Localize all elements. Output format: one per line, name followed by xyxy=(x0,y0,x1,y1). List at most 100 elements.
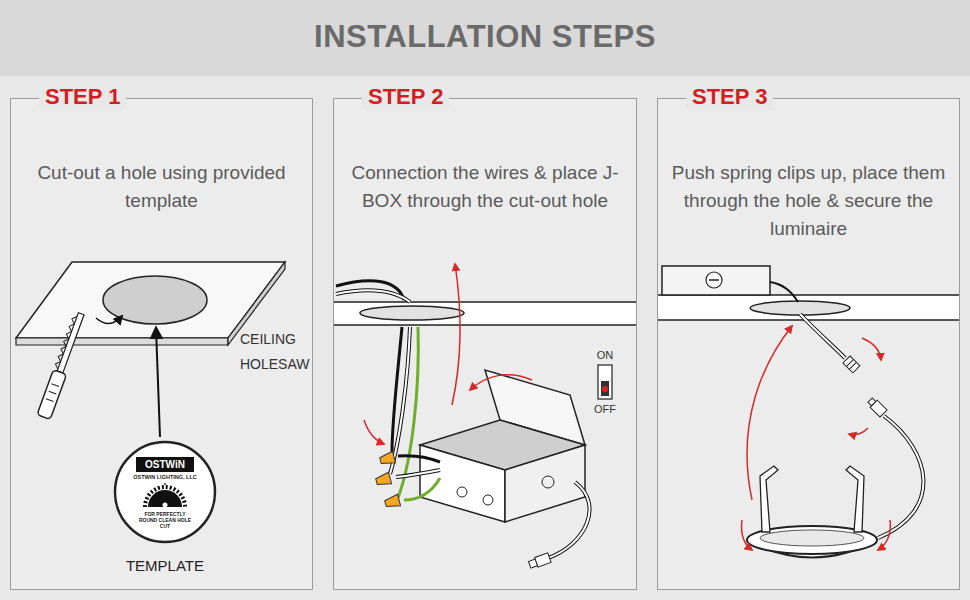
ceiling-board xyxy=(16,338,228,345)
cable-connector xyxy=(868,398,876,406)
holesaw-tool xyxy=(51,384,59,387)
driver-cable xyxy=(548,482,590,558)
ceiling-strip xyxy=(360,306,464,320)
box-leads xyxy=(404,478,440,500)
luminaire-cable xyxy=(800,314,923,538)
luminaire xyxy=(760,530,864,546)
step-instruction: Push spring clips up, place them through… xyxy=(664,159,953,243)
part-label: OFF xyxy=(594,403,616,416)
wire-nuts xyxy=(375,451,401,509)
power-switch xyxy=(598,365,612,399)
template-disc xyxy=(164,483,167,486)
luminaire-cable xyxy=(878,416,923,538)
panel-ground xyxy=(657,98,960,590)
cable-connector xyxy=(867,397,888,418)
junction-box xyxy=(457,487,467,497)
box-leads xyxy=(396,456,440,500)
cable-connector xyxy=(528,559,537,568)
step-heading: STEP 2 xyxy=(362,84,449,110)
ceiling-strip xyxy=(750,301,850,315)
ceiling-strip xyxy=(334,302,636,325)
cable-connector xyxy=(846,359,853,366)
motion-arrows xyxy=(878,520,890,550)
cable-connector xyxy=(528,553,551,570)
ceiling-strip xyxy=(334,324,636,326)
wire-nuts xyxy=(375,472,392,487)
part-label: FOR PERFECTLY ROUND CLEAN HOLE CUT xyxy=(135,511,195,529)
step-heading: STEP 3 xyxy=(686,84,773,110)
wire-nuts xyxy=(384,494,401,509)
motion-arrows xyxy=(742,326,891,550)
wire-nuts xyxy=(379,451,396,466)
led-driver xyxy=(706,272,722,288)
diagram-title: INSTALLATION STEPS xyxy=(0,19,970,55)
template-disc xyxy=(115,442,215,542)
led-driver xyxy=(662,266,770,295)
holesaw-tool xyxy=(54,315,77,369)
panel-ground xyxy=(10,98,313,590)
luminaire-cable xyxy=(800,314,845,358)
part-label: TEMPLATE xyxy=(126,557,204,575)
panel-ground xyxy=(10,98,960,590)
step-instruction: Connection the wires & place J-BOX throu… xyxy=(340,159,630,215)
holesaw-tool xyxy=(46,399,54,402)
wire-nuts xyxy=(384,494,401,509)
template-disc xyxy=(163,503,168,508)
power-switch xyxy=(601,381,609,396)
part-label: OSTWIN LIGHTING, LLC xyxy=(133,474,197,480)
part-label: ON xyxy=(597,349,614,362)
supply-wires xyxy=(336,291,410,302)
box-leads xyxy=(396,470,440,477)
motion-arrows xyxy=(470,375,532,390)
motion-arrows xyxy=(364,420,384,444)
part-label: OSTWiN xyxy=(145,457,185,472)
supply-wires xyxy=(336,291,410,302)
holesaw-tool xyxy=(37,311,88,419)
ceiling-board xyxy=(16,262,285,338)
wire-nuts xyxy=(379,451,396,466)
motion-arrows xyxy=(747,326,792,500)
holesaw-tool xyxy=(49,391,57,394)
part-label: CEILING xyxy=(240,331,296,348)
ceiling-strip xyxy=(334,301,636,303)
template-disc xyxy=(136,457,194,472)
template-arrow xyxy=(156,328,160,437)
cut-direction-arrow xyxy=(96,316,122,324)
ceiling-board xyxy=(103,276,207,324)
step-panel: STEP 2Connection the wires & place J-BOX… xyxy=(333,98,637,590)
ceiling-strip xyxy=(658,295,959,320)
holesaw-tool xyxy=(37,370,67,420)
supply-wires xyxy=(398,327,418,498)
panel-ground xyxy=(333,98,637,590)
power-switch xyxy=(598,365,612,399)
power-switch xyxy=(602,386,608,392)
luminaire-cable xyxy=(878,416,923,538)
step-instruction: Cut-out a hole using provided template xyxy=(17,159,306,215)
motion-arrows xyxy=(452,264,460,405)
box-leads xyxy=(398,456,440,462)
cable-connector xyxy=(843,356,860,373)
led-driver xyxy=(709,279,719,281)
luminaire xyxy=(846,466,864,532)
luminaire xyxy=(760,466,778,532)
supply-wires xyxy=(336,281,418,498)
driver-cable xyxy=(548,482,590,558)
step-heading: STEP 1 xyxy=(39,84,126,110)
cable-connector xyxy=(843,356,860,373)
luminaire xyxy=(747,466,877,558)
header-band xyxy=(0,0,970,76)
ceiling-strip xyxy=(658,295,959,320)
driver-cable xyxy=(548,482,590,558)
wire-nuts xyxy=(375,472,392,487)
motion-arrows xyxy=(364,264,532,444)
junction-box xyxy=(420,370,585,522)
part-label: HOLESAW xyxy=(240,356,310,373)
led-driver xyxy=(662,266,798,302)
template-disc xyxy=(115,442,215,542)
motion-arrows xyxy=(862,338,881,360)
box-leads xyxy=(396,470,440,477)
luminaire-cable xyxy=(800,314,845,358)
